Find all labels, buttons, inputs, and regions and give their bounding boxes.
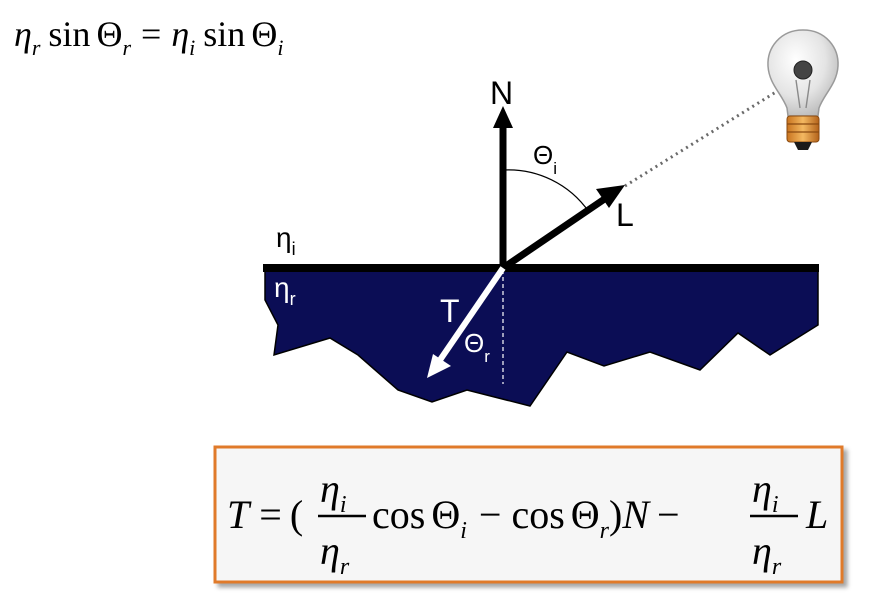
lower-medium-label: ηr [274,272,296,309]
svg-text:Θi: Θi [533,140,557,178]
open-paren: ( [290,492,303,537]
light-vector [501,185,625,271]
svg-text:ηr: ηr [752,528,782,580]
svg-text:T=(: T=( [227,492,303,537]
subscript-i: i [277,35,283,60]
svg-text:Θr: Θr [464,328,490,366]
N-symbol: N [621,492,651,537]
L-symbol: L [805,492,828,537]
incident-angle-label: Θi [533,140,557,178]
cos-function: cos [372,492,425,537]
minus-sign: − [657,492,680,537]
upper-medium-label: ηi [276,222,296,259]
equals-sign: = [259,492,282,537]
svg-text:ηi: ηi [320,466,347,518]
transmitted-vector [427,266,506,378]
subscript-r: r [122,35,131,60]
T-symbol: T [227,492,252,537]
svg-text:ηr: ηr [320,528,350,580]
svg-text:ηi: ηi [276,222,296,259]
subscript-r: r [32,35,41,60]
light-ray-dotted [624,75,801,188]
eta-symbol: η [171,14,189,54]
light-label: L [616,197,634,233]
theta-symbol: Θ [251,14,277,54]
sin-function: sin [48,14,90,54]
close-paren: ) [609,492,622,537]
subscript-i: i [189,35,195,60]
cos-function: cos [511,492,564,537]
lower-medium-region [264,267,819,407]
lightbulb-icon [767,29,839,150]
svg-text:ηr: ηr [274,272,296,309]
svg-text:ηi: ηi [752,466,779,518]
transmitted-label: T [440,293,460,329]
refracted-angle-label: Θr [464,328,490,366]
sin-function: sin [203,14,245,54]
eta-symbol: η [14,14,32,54]
normal-label: N [490,75,513,111]
minus-sign: − [479,492,502,537]
normal-vector [493,106,513,268]
theta-symbol: Θ [96,14,122,54]
incident-angle-arc [502,169,590,213]
equals-sign: = [141,14,161,54]
